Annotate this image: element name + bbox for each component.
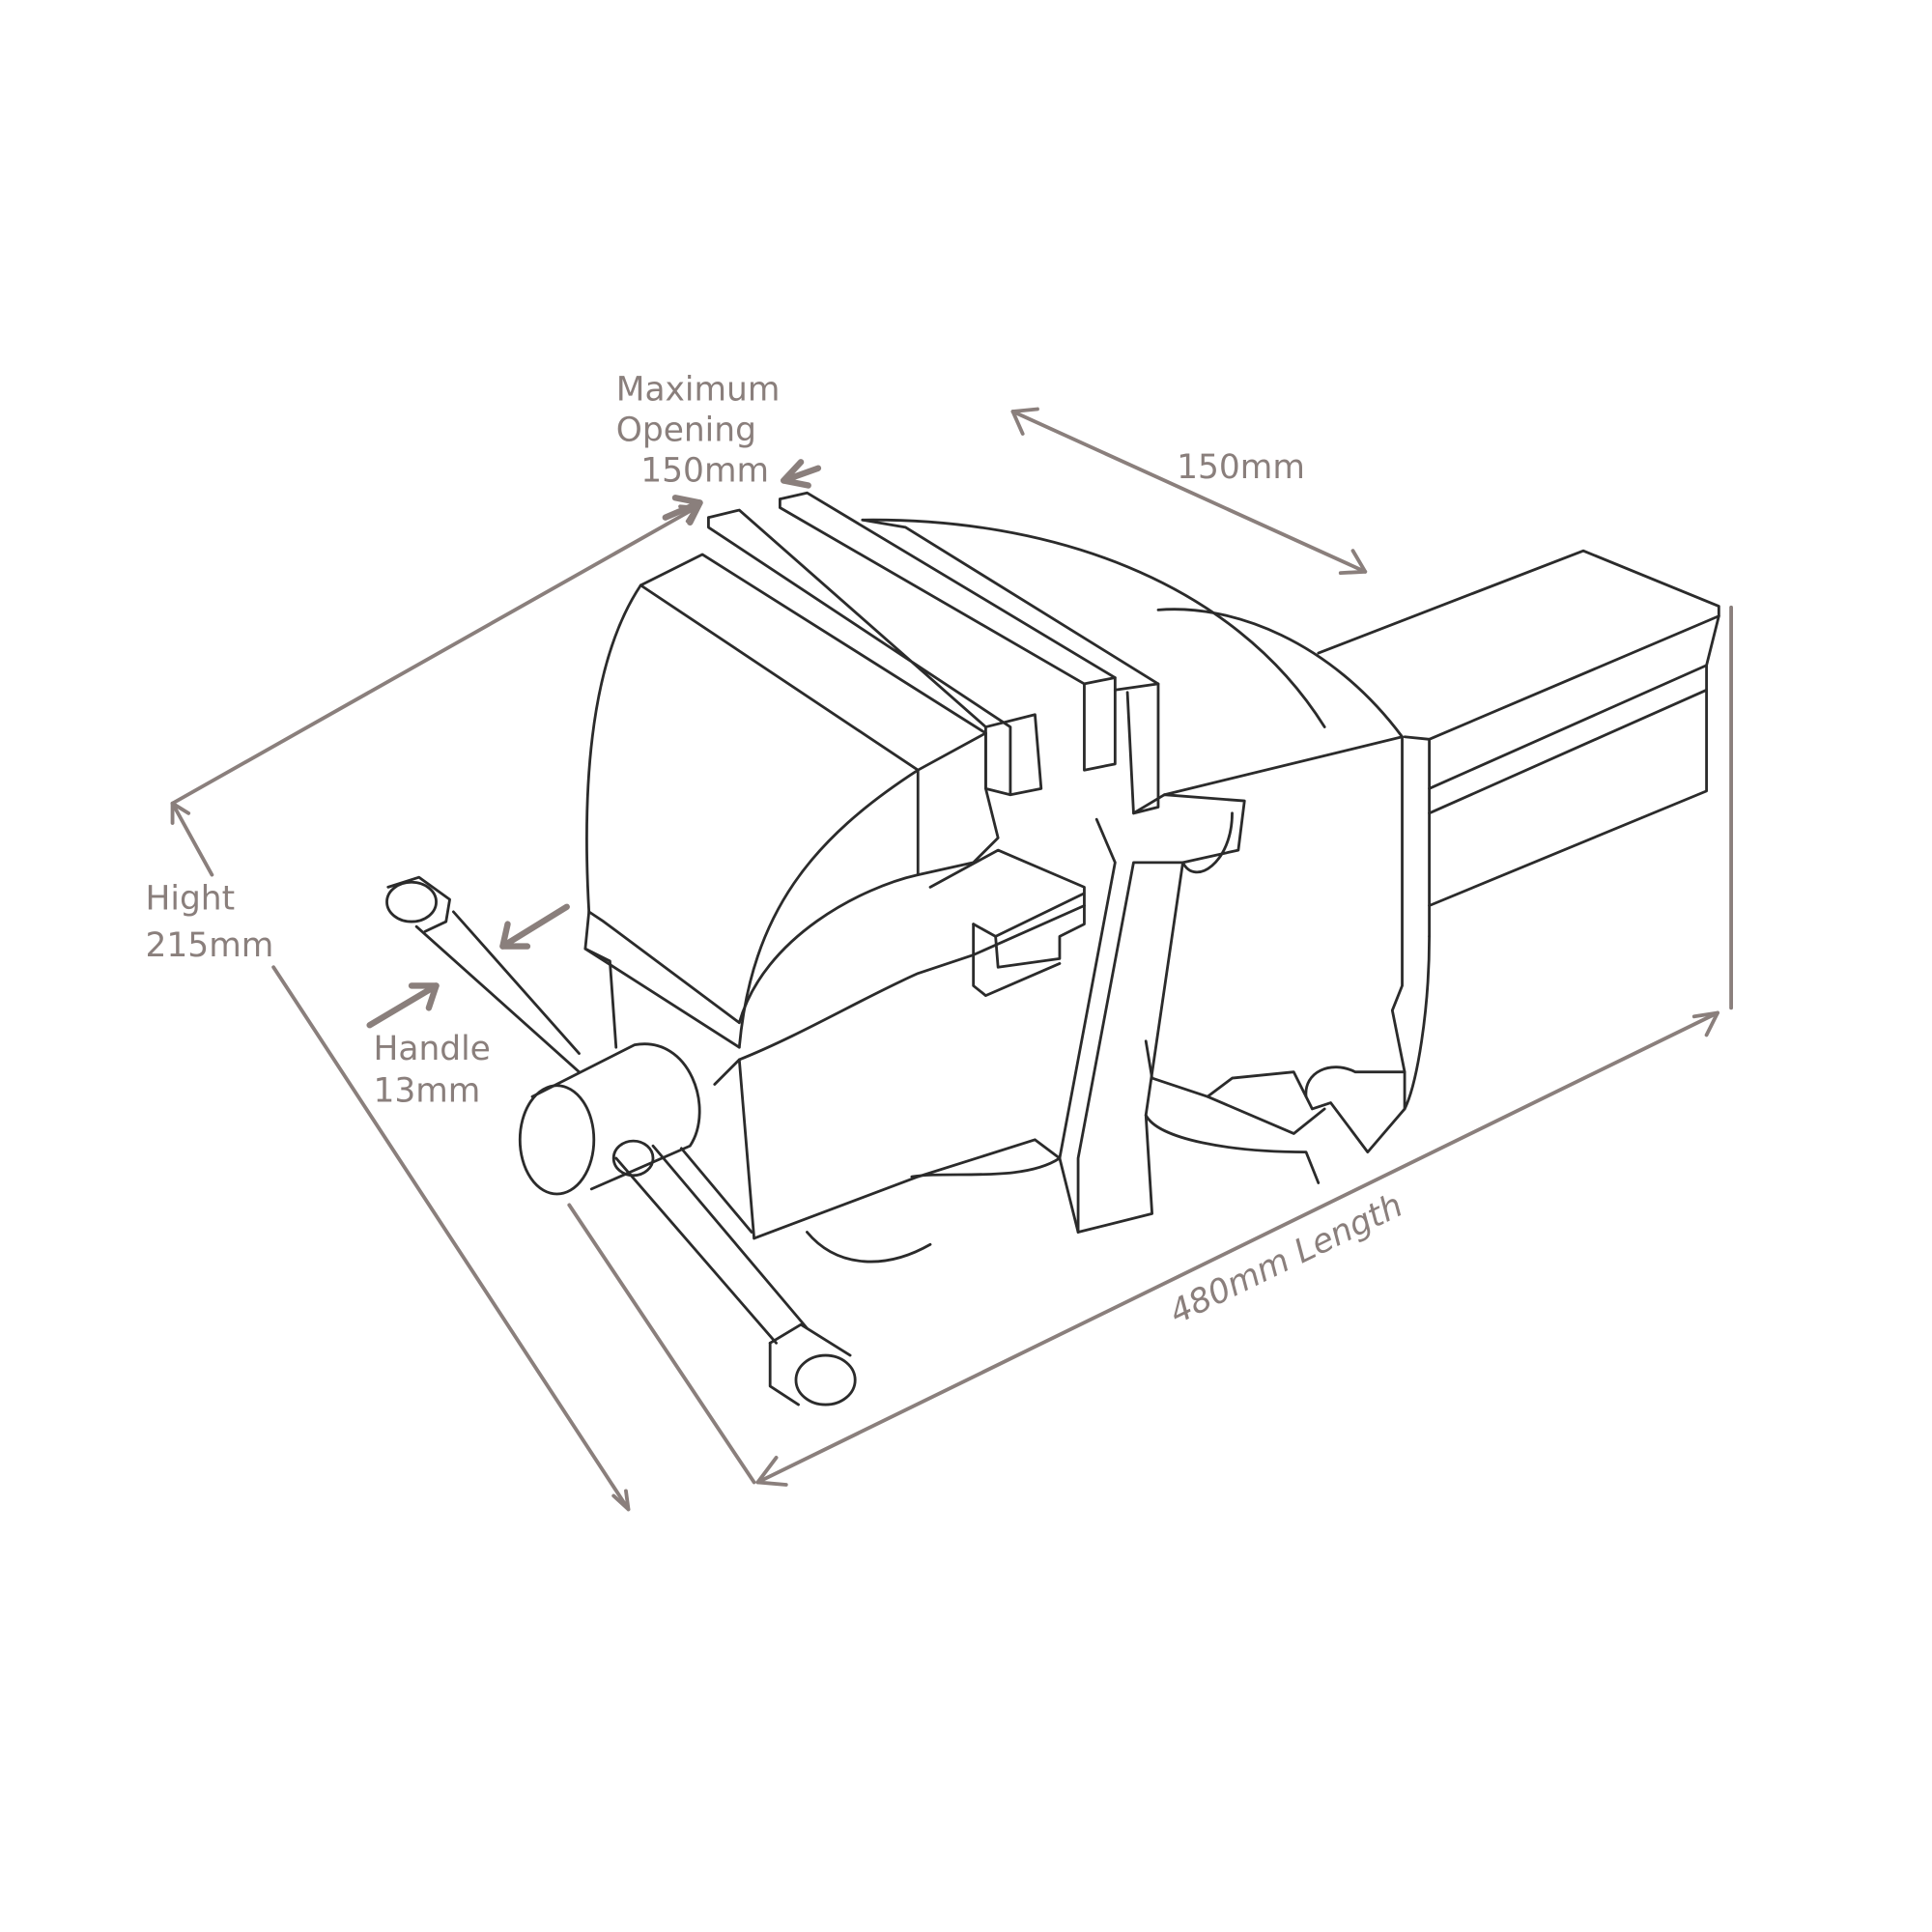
annotation-arrows (366, 459, 822, 1029)
height-label-line1: Hight (146, 879, 236, 918)
height-dimension-line (170, 504, 698, 1512)
height-label-line2: 215mm (146, 926, 274, 965)
handle-label-line2: 13mm (373, 1071, 480, 1110)
length-label: 480mm Length (1164, 1186, 1409, 1332)
jaw-width-label: 150mm (1177, 448, 1305, 487)
vise-drawing (385, 491, 1720, 1406)
jaw-width-dimension-line (1010, 407, 1368, 576)
length-dimension-line (567, 605, 1734, 1487)
max-opening-label-line2: Opening (616, 412, 756, 450)
handle-label-line1: Handle (373, 1030, 490, 1068)
max-opening-label-line3: 150mm (640, 452, 769, 491)
max-opening-label-line1: Maximum (616, 371, 781, 410)
